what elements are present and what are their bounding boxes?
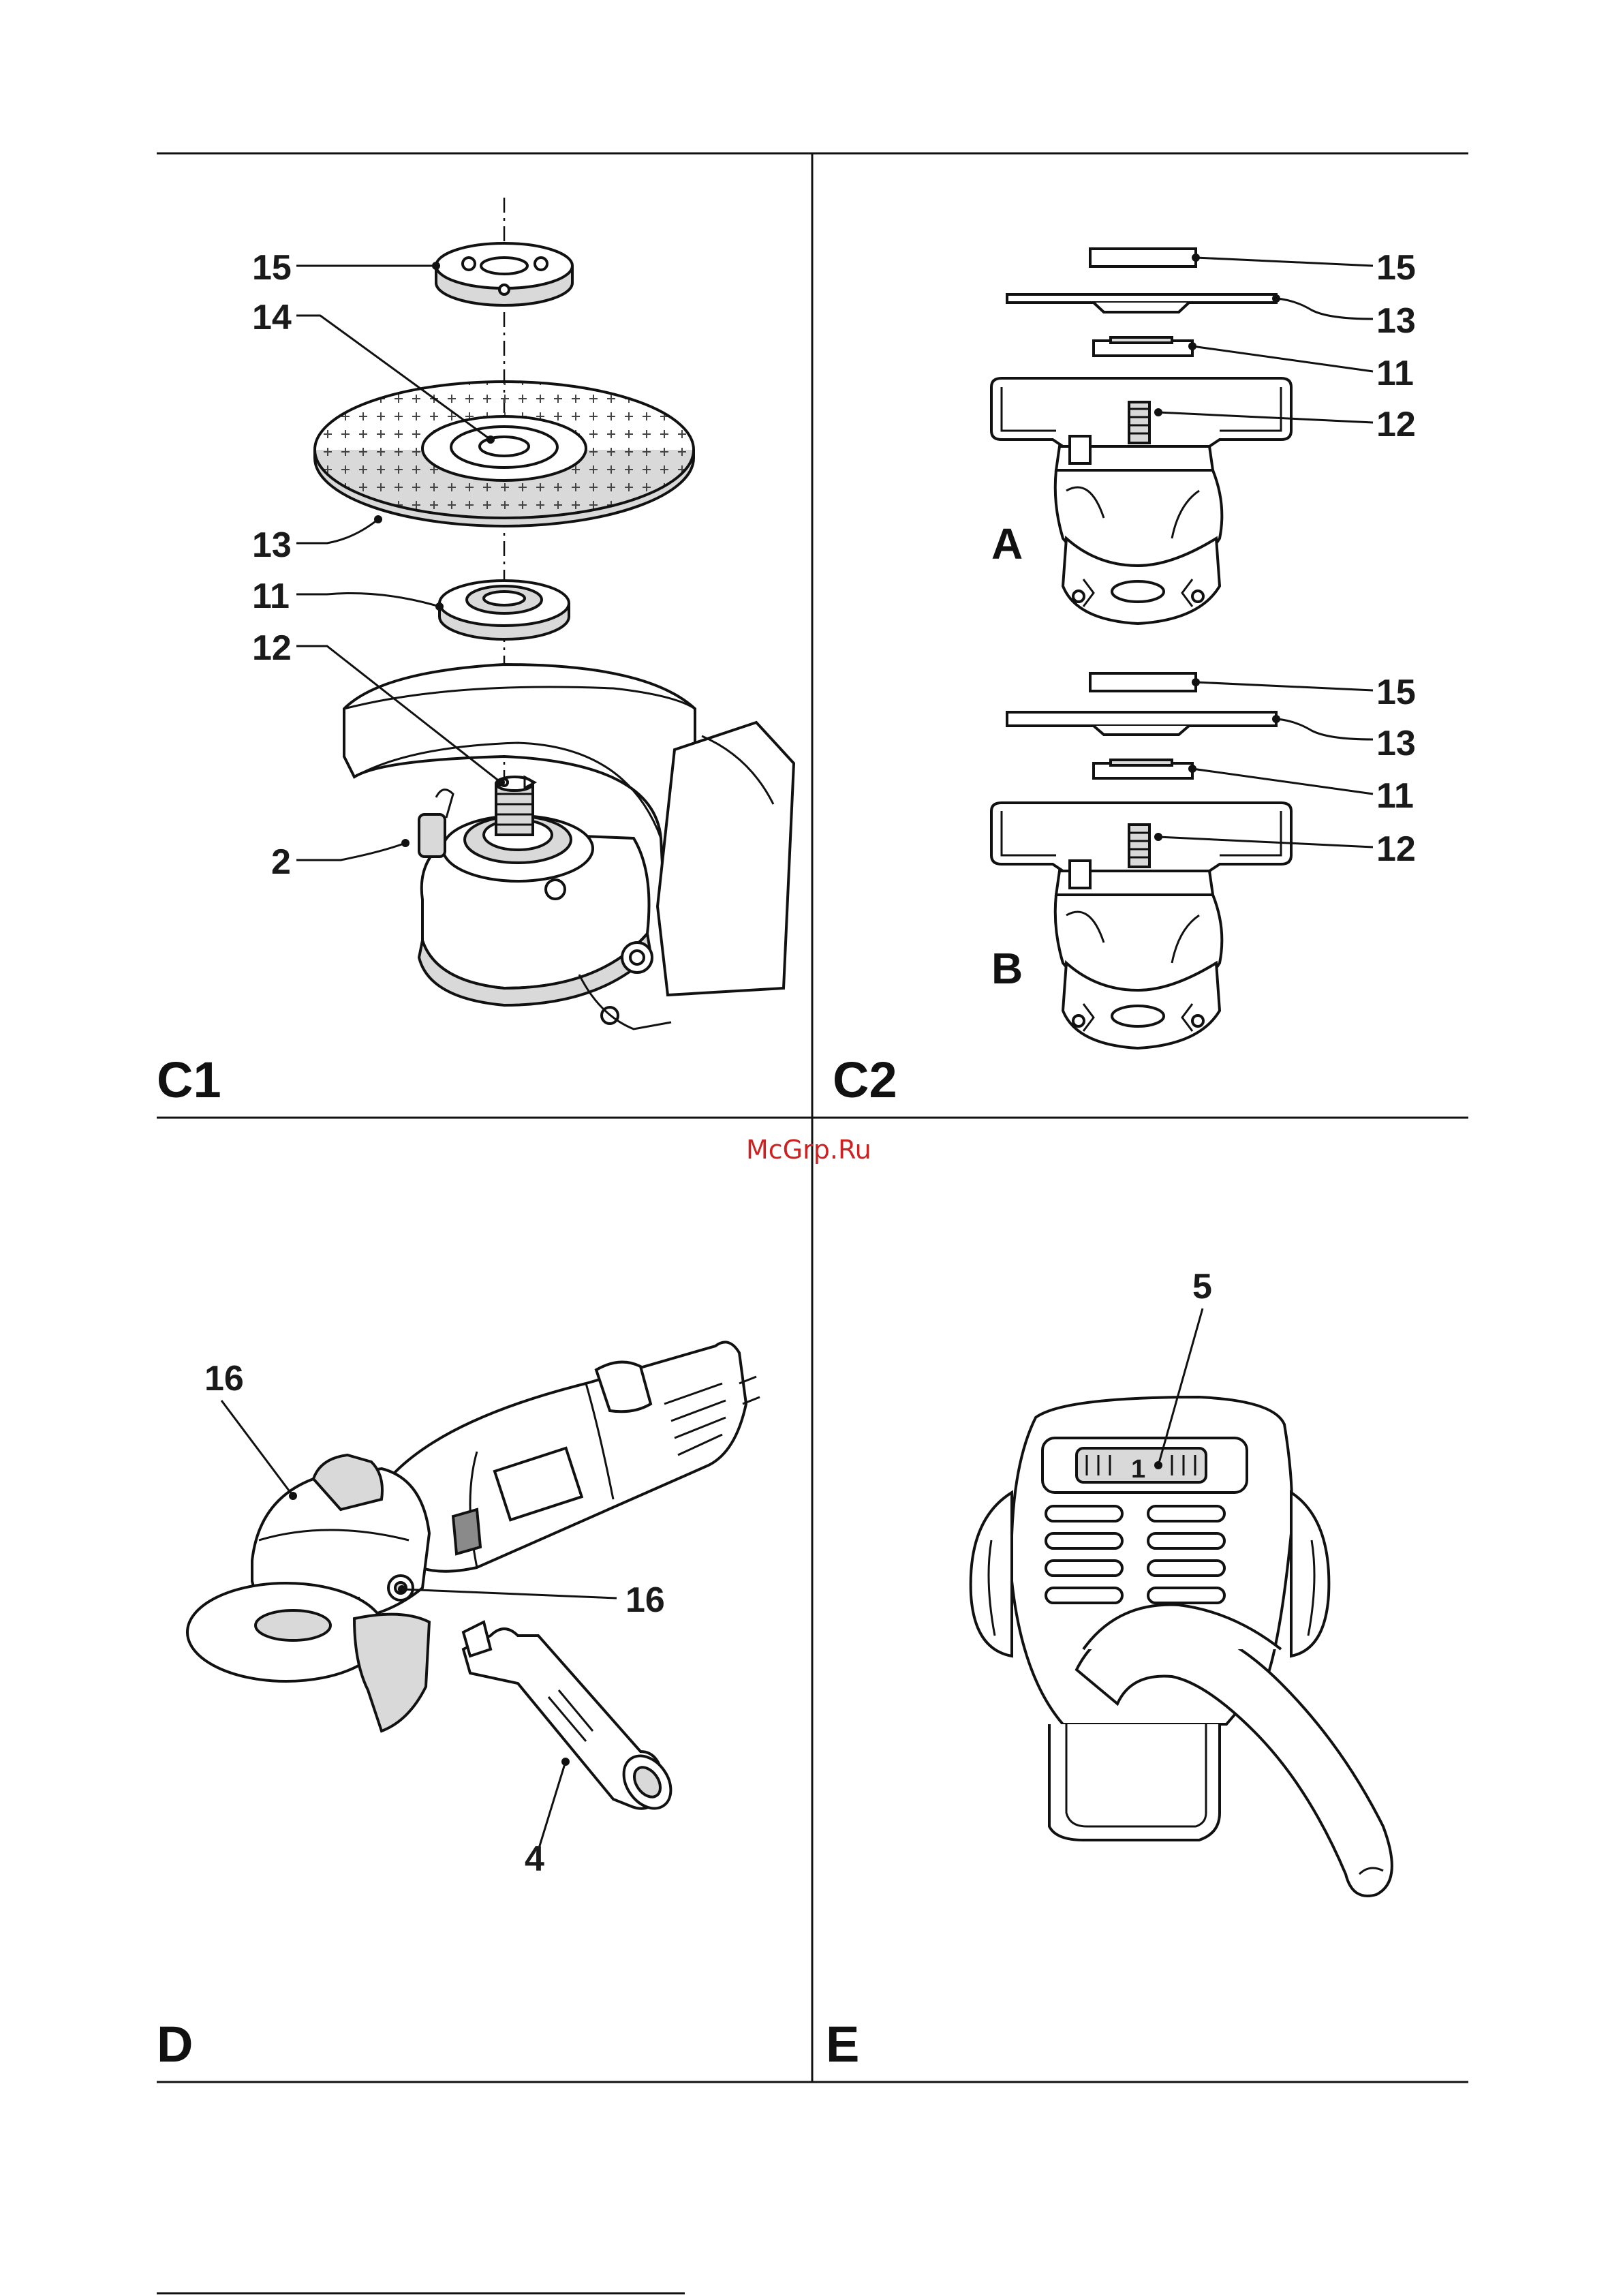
d-callout-4: 4 (525, 1839, 544, 1879)
e-callout-5: 5 (1192, 1267, 1212, 1306)
b-callout-13: 13 (1376, 724, 1416, 763)
panel-c1: 15 14 13 11 12 2 C1 (157, 198, 794, 1108)
panel-d: 16 16 4 D (157, 1342, 760, 2072)
callout-2: 2 (271, 842, 291, 882)
c1-leaders (296, 262, 505, 860)
sub-label-b: B (991, 944, 1023, 993)
callout-14: 14 (252, 298, 292, 337)
panel-label-c2: C2 (833, 1052, 897, 1108)
b-callout-15: 15 (1376, 673, 1416, 712)
sub-label-a: A (991, 519, 1023, 568)
callout-12: 12 (252, 628, 292, 668)
backing-flange-11 (439, 581, 569, 639)
grinder-full-view (187, 1342, 760, 1817)
callout-11: 11 (252, 577, 290, 616)
e-dial-value: 1 (1131, 1455, 1145, 1484)
panel-label-d: D (157, 2016, 193, 2072)
panel-c2: 15 13 11 12 A (833, 248, 1416, 1108)
a-callout-12: 12 (1376, 405, 1416, 444)
callout-13: 13 (252, 525, 292, 565)
watermark: McGrp.Ru (746, 1135, 871, 1165)
panel-e: 5 1 E (826, 1267, 1392, 2072)
grinding-wheel-13 (315, 382, 694, 526)
a-callout-11: 11 (1376, 354, 1414, 393)
panel-label-e: E (826, 2016, 859, 2072)
b-callout-11: 11 (1376, 776, 1414, 816)
grinder-rear-view (971, 1397, 1392, 1896)
b-callout-12: 12 (1376, 829, 1416, 869)
d-callout-16-right: 16 (625, 1580, 665, 1620)
c2-subfigure-b: 15 13 11 12 B (991, 673, 1416, 1048)
a-callout-13: 13 (1376, 301, 1416, 341)
flange-nut-15 (436, 243, 572, 305)
c1-callout-labels: 15 14 13 11 12 2 (252, 248, 292, 882)
callout-15: 15 (252, 248, 292, 288)
panel-label-c1: C1 (157, 1052, 221, 1108)
a-callout-15: 15 (1376, 248, 1416, 288)
c2-subfigure-a: 15 13 11 12 A (991, 248, 1416, 624)
d-callout-16-top: 16 (204, 1359, 244, 1398)
